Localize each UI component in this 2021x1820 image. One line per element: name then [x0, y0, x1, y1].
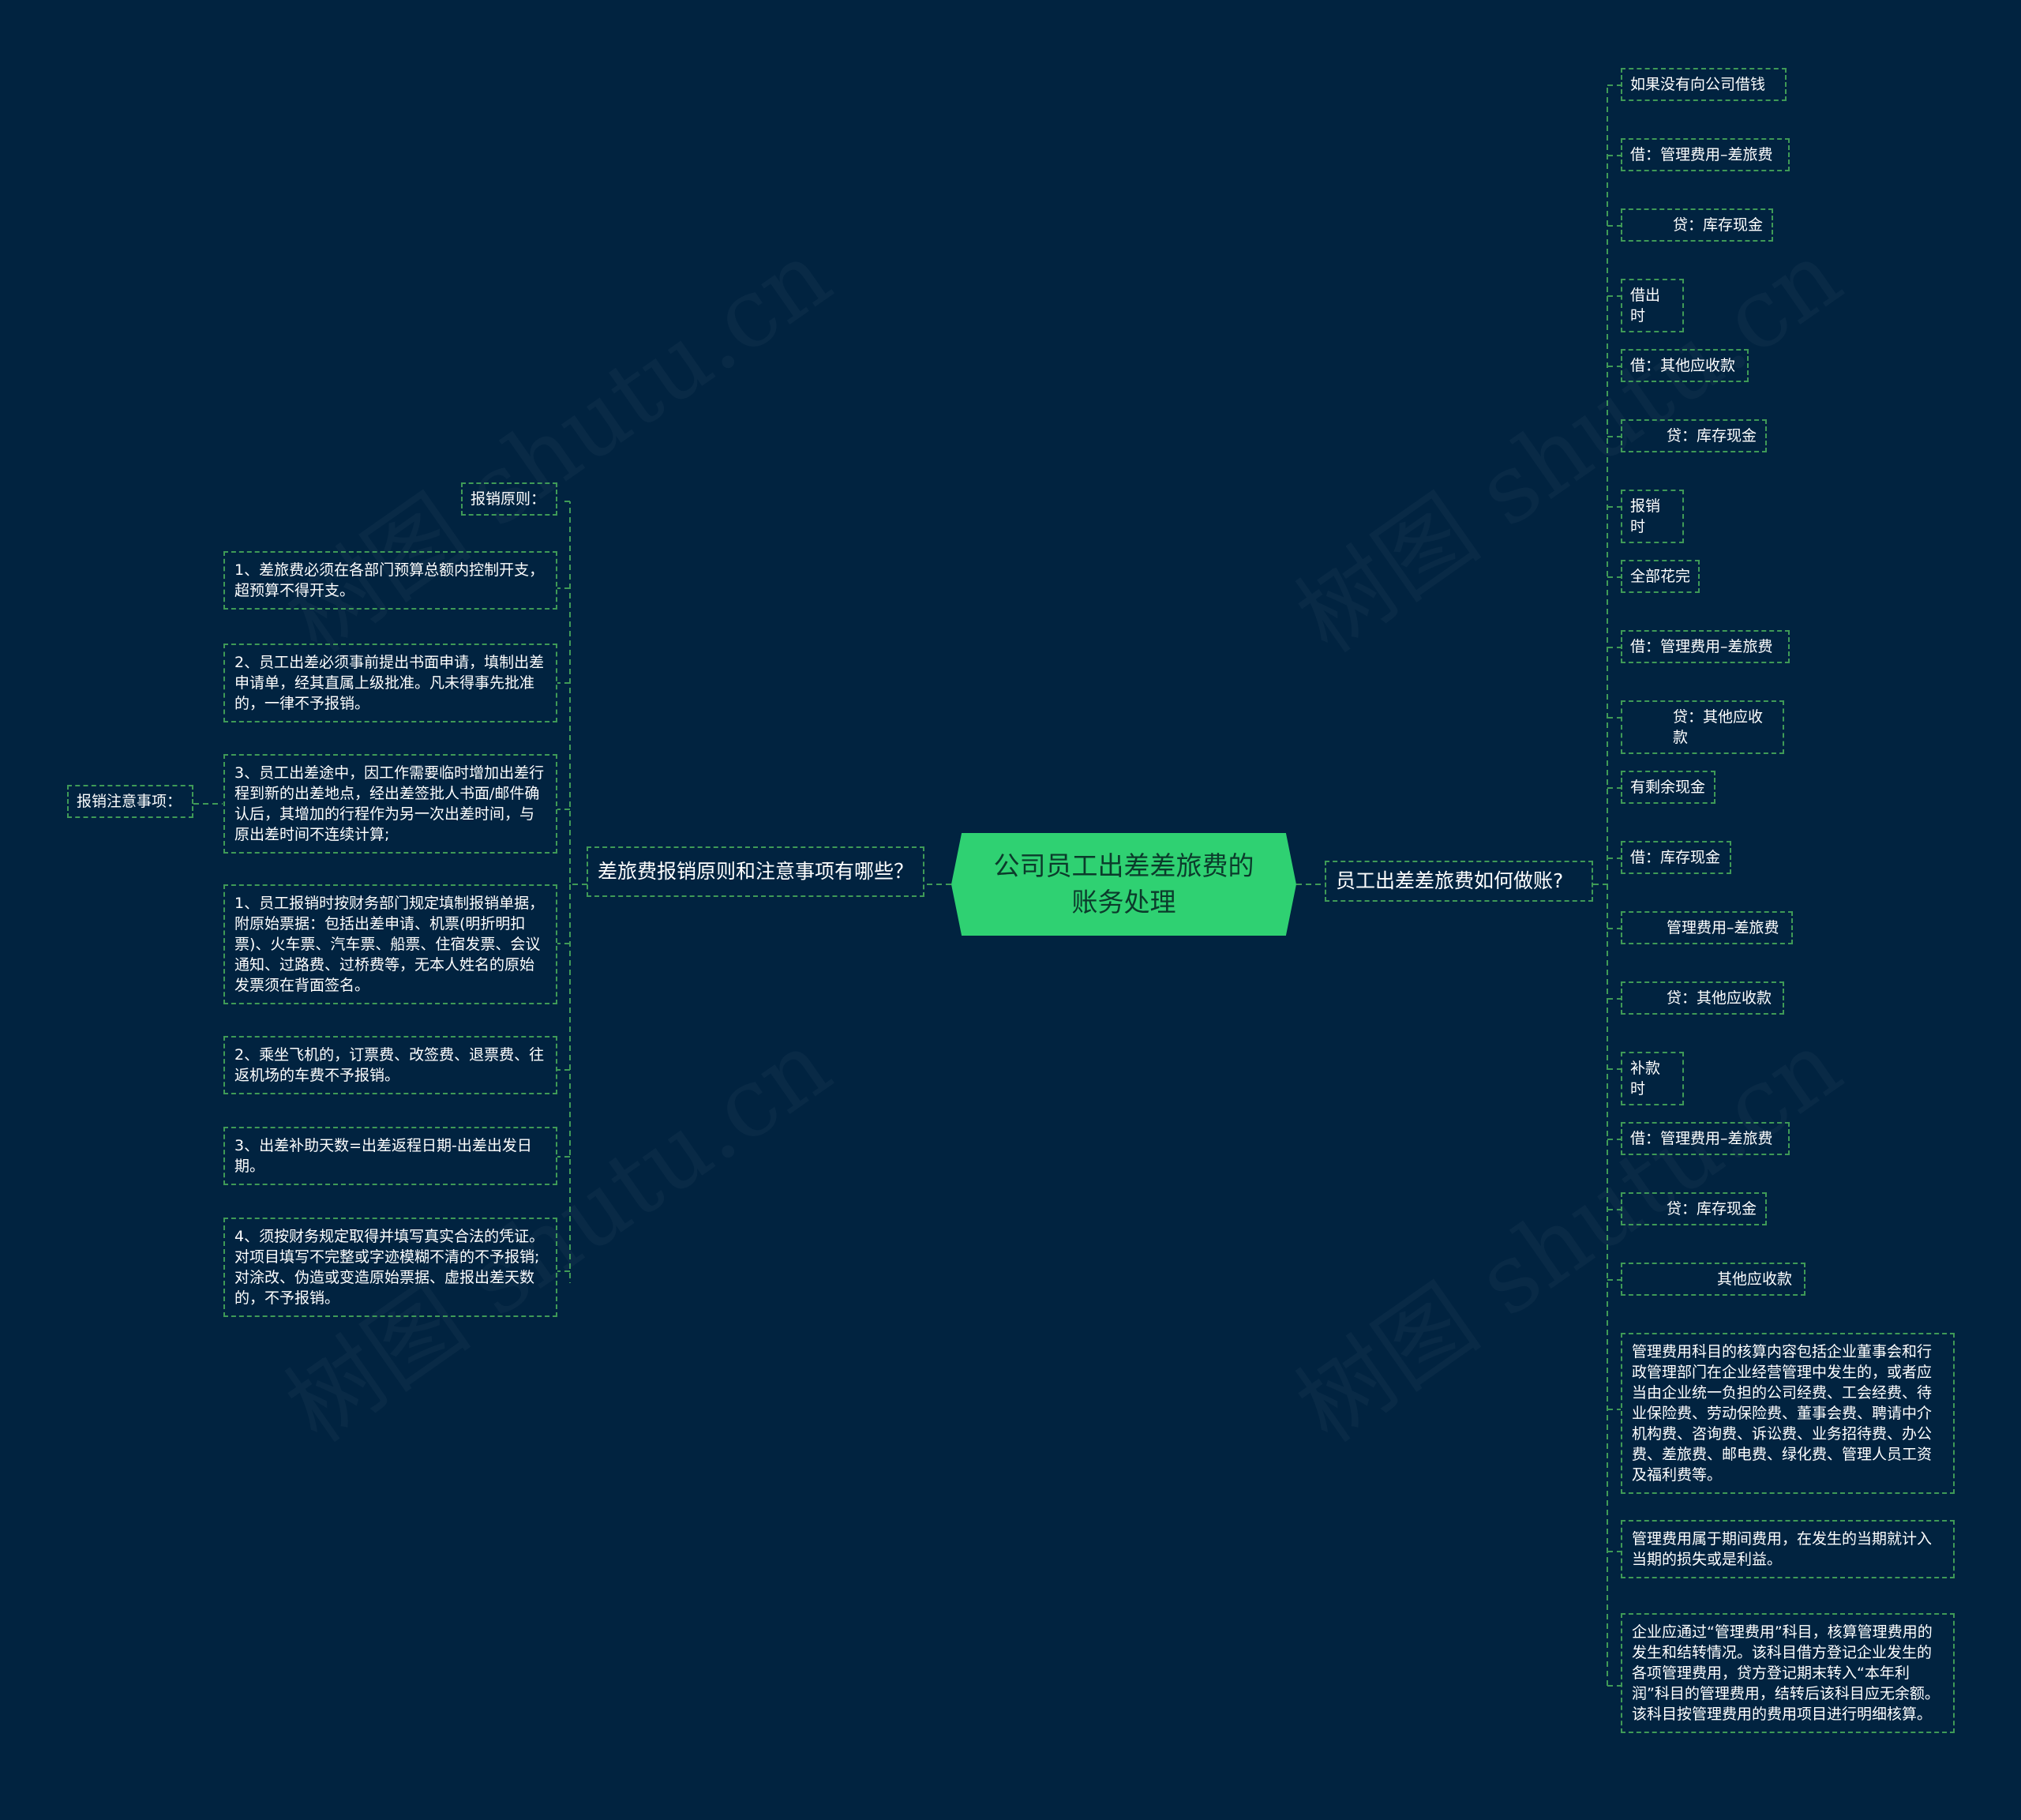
branch-left[interactable]: 差旅费报销原则和注意事项有哪些？	[587, 846, 924, 897]
right-item[interactable]: 管理费用科目的核算内容包括企业董事会和行政管理部门在企业经营管理中发生的，或者应…	[1621, 1333, 1955, 1494]
right-item[interactable]: 贷：其他应收款	[1621, 700, 1784, 754]
note-label[interactable]: 报销注意事项：	[67, 785, 193, 818]
left-item[interactable]: 2、乘坐飞机的，订票费、改签费、退票费、往返机场的车费不予报销。	[223, 1036, 557, 1094]
right-item[interactable]: 借：管理费用–差旅费	[1621, 1122, 1790, 1155]
right-item[interactable]: 贷：库存现金	[1621, 208, 1773, 242]
right-item[interactable]: 补款时	[1621, 1052, 1684, 1105]
left-item[interactable]: 3、出差补助天数=出差返程日期-出差出发日期。	[223, 1127, 557, 1185]
right-item[interactable]: 其他应收款	[1621, 1263, 1805, 1296]
right-item[interactable]: 如果没有向公司借钱	[1621, 68, 1787, 101]
right-item[interactable]: 借：库存现金	[1621, 841, 1731, 874]
right-item[interactable]: 借：其他应收款	[1621, 349, 1749, 382]
right-item[interactable]: 借：管理费用–差旅费	[1621, 138, 1790, 171]
right-item[interactable]: 贷：库存现金	[1621, 1192, 1767, 1225]
right-item[interactable]: 借出时	[1621, 279, 1684, 332]
root-topic[interactable]: 公司员工出差差旅费的账务处理	[951, 833, 1296, 936]
left-item[interactable]: 报销原则：	[461, 482, 557, 516]
right-item[interactable]: 管理费用属于期间费用，在发生的当期就计入当期的损失或是利益。	[1621, 1520, 1955, 1578]
left-item[interactable]: 1、员工报销时按财务部门规定填制报销单据，附原始票据：包括出差申请、机票(明折明…	[223, 884, 557, 1004]
right-item[interactable]: 贷：库存现金	[1621, 419, 1767, 452]
left-item[interactable]: 4、须按财务规定取得并填写真实合法的凭证。对项目填写不完整或字迹模糊不清的不予报…	[223, 1218, 557, 1317]
left-item[interactable]: 1、差旅费必须在各部门预算总额内控制开支，超预算不得开支。	[223, 551, 557, 610]
right-item[interactable]: 管理费用–差旅费	[1621, 911, 1793, 944]
right-item[interactable]: 报销时	[1621, 490, 1684, 543]
left-item[interactable]: 3、员工出差途中，因工作需要临时增加出差行程到新的出差地点，经出差签批人书面/邮…	[223, 754, 557, 854]
right-item[interactable]: 贷：其他应收款	[1621, 981, 1784, 1015]
right-item[interactable]: 借：管理费用–差旅费	[1621, 630, 1790, 663]
root-topic-label: 公司员工出差差旅费的账务处理	[993, 850, 1254, 918]
right-item[interactable]: 有剩余现金	[1621, 771, 1715, 804]
branch-right[interactable]: 员工出差差旅费如何做账?	[1325, 861, 1593, 902]
left-item[interactable]: 2、员工出差必须事前提出书面申请，填制出差申请单，经其直属上级批准。凡未得事先批…	[223, 644, 557, 722]
right-item[interactable]: 企业应通过“管理费用”科目，核算管理费用的发生和结转情况。该科目借方登记企业发生…	[1621, 1613, 1955, 1733]
right-item[interactable]: 全部花完	[1621, 560, 1700, 593]
